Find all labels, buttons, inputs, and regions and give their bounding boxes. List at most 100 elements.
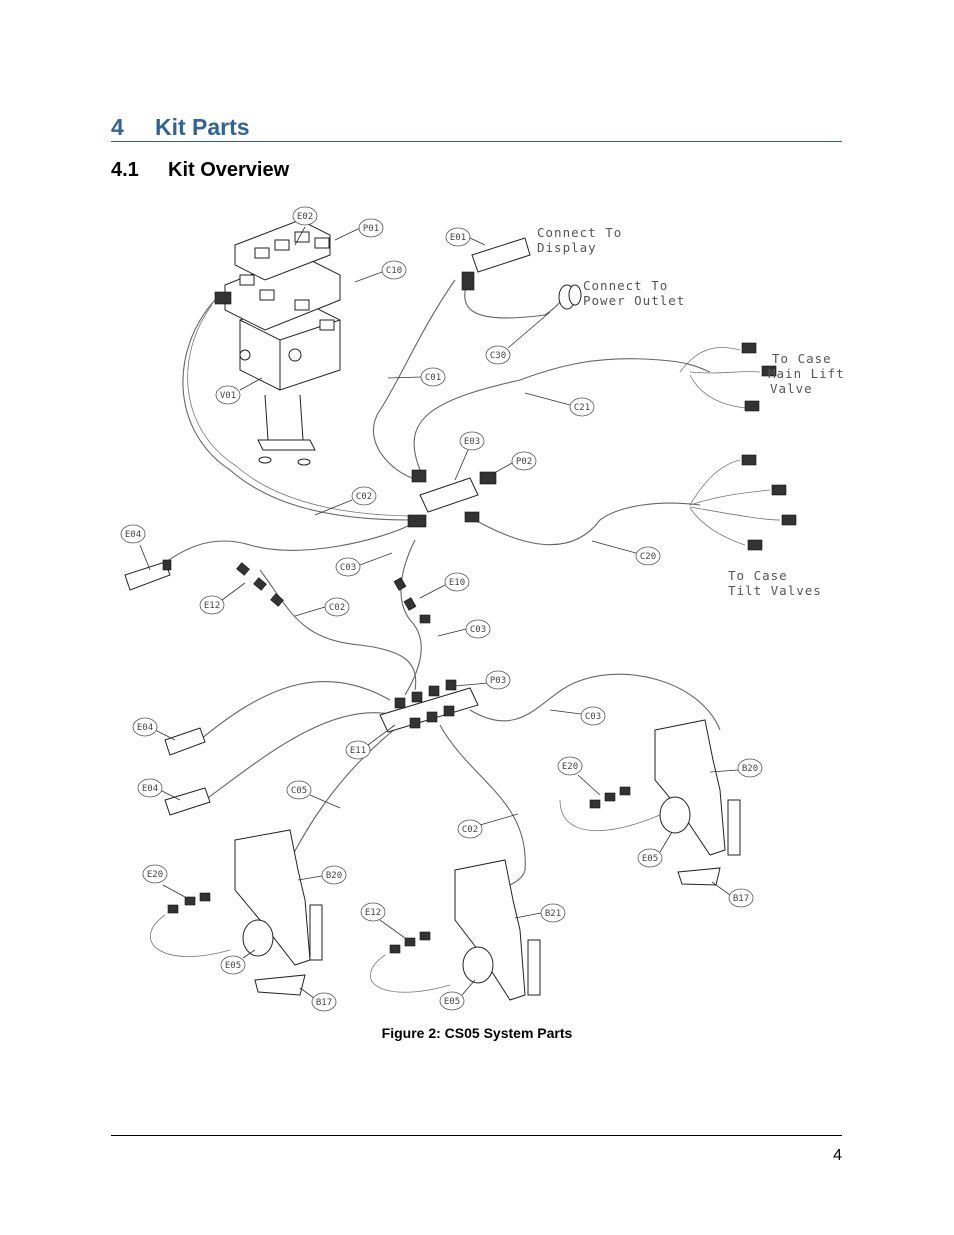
bracket-assembly-right (589, 719, 741, 886)
inline-connector-e10 (393, 577, 431, 624)
callout-bubble: E10 (419, 572, 470, 599)
callout-bubble: E11 (345, 724, 396, 760)
figure-caption: Figure 2: CS05 System Parts (381, 1025, 573, 1041)
callout-bubble: E20 (557, 756, 601, 796)
callout-text: E02 (297, 212, 313, 222)
sensor-e04-b (164, 727, 206, 756)
valve-block (214, 219, 341, 466)
note-tilt-line2: Tilt Valves (728, 583, 822, 598)
callout-text: C03 (585, 712, 601, 722)
callout-text: B21 (545, 909, 561, 919)
bracket-assembly-left (167, 829, 323, 996)
callout-bubble: C21 (524, 392, 595, 417)
callout-text: C20 (640, 552, 656, 562)
callout-text: C21 (574, 403, 590, 413)
sensor-e04-c (164, 787, 211, 816)
callout-text: B20 (742, 764, 758, 774)
callout-text: E10 (449, 578, 465, 588)
wiring-harness (139, 274, 721, 993)
callout-bubble: C03 (335, 552, 393, 577)
callout-text: C02 (462, 825, 478, 835)
callout-bubble: P02 (495, 451, 537, 473)
callout-bubble: C03 (549, 706, 606, 726)
callout-bubble: E05 (439, 979, 476, 1011)
callout-text: E01 (450, 233, 466, 243)
callout-bubble: B20 (297, 865, 347, 885)
callout-bubble: E20 (142, 864, 186, 898)
callout-bubble: E05 (220, 949, 256, 975)
callout-bubble: B17 (299, 987, 337, 1012)
note-main-lift-line3: Valve (770, 381, 813, 396)
section-heading: 4 Kit Parts (111, 110, 842, 142)
note-power-line2: Power Outlet (583, 293, 685, 308)
callout-text: P01 (363, 224, 379, 234)
callout-text: C05 (291, 786, 307, 796)
tilt-valve-connectors (689, 454, 797, 551)
callout-text: E03 (464, 437, 480, 447)
callout-bubble: E05 (637, 831, 673, 868)
callout-bubble: C03 (437, 619, 491, 639)
section-number: 4 (111, 114, 124, 140)
callout-text: E12 (204, 601, 220, 611)
callout-text: P03 (490, 676, 506, 686)
callout-bubble: C05 (286, 780, 341, 809)
system-parts-drawing: E02 P01 E01 C10 C30 C01 V01 C21 E03 P02 … (120, 206, 845, 1012)
sensor-e04-a (124, 559, 172, 591)
callout-text: C02 (356, 492, 372, 502)
callout-text: B20 (326, 871, 342, 881)
callout-bubble: C01 (387, 367, 446, 387)
callout-text: E05 (642, 854, 658, 864)
page-number: 4 (833, 1147, 842, 1164)
note-main-lift-line2: Main Lift (768, 366, 845, 381)
callout-text: C10 (386, 266, 402, 276)
callout-bubble: E04 (132, 717, 176, 741)
note-display-line2: Display (537, 240, 597, 255)
callout-bubble: E01 (445, 227, 486, 247)
subsection-title: Kit Overview (168, 158, 290, 181)
annotation-notes: Connect To Display Connect To Power Outl… (537, 225, 845, 598)
callout-bubble: E02 (292, 206, 318, 246)
callout-bubble: E12 (199, 582, 246, 615)
callout-text: E20 (562, 762, 578, 772)
callout-bubble: C20 (591, 540, 661, 566)
callout-bubble: C02 (457, 813, 519, 839)
callout-text: C30 (490, 351, 506, 361)
callout-bubble: E04 (137, 778, 181, 801)
callout-bubble: B17 (711, 881, 754, 908)
callout-bubble: P01 (334, 218, 384, 241)
callout-bubble: C30 (485, 311, 551, 365)
subsection-number: 4.1 (111, 158, 139, 181)
callout-text: B17 (316, 998, 332, 1008)
callout-labels: E02 P01 E01 C10 C30 C01 V01 C21 E03 P02 … (120, 206, 763, 1012)
callout-text: E05 (225, 961, 241, 971)
callout-text: E04 (125, 530, 141, 540)
section-title: Kit Parts (155, 114, 250, 140)
callout-bubble: C02 (314, 486, 377, 516)
callout-bubble: C10 (354, 260, 407, 283)
callout-text: C01 (425, 373, 441, 383)
inline-connector-e12 (236, 562, 284, 607)
callout-bubble: E04 (120, 524, 151, 571)
main-lift-connectors (679, 342, 777, 412)
hub-e11 (379, 679, 479, 733)
callout-bubble: P03 (454, 670, 511, 690)
callout-text: E04 (137, 723, 153, 733)
callout-text: P02 (516, 457, 532, 467)
callout-bubble: B21 (514, 903, 566, 923)
callout-text: E20 (147, 870, 163, 880)
callout-bubble: V01 (215, 377, 263, 405)
note-tilt-line1: To Case (728, 568, 788, 583)
note-main-lift-line1: To Case (772, 351, 832, 366)
callout-text: C03 (340, 563, 356, 573)
callout-bubble: C02 (294, 597, 350, 617)
subsection-heading: 4.1 Kit Overview (111, 157, 289, 183)
callout-bubble: E03 (454, 431, 485, 481)
callout-text: C02 (329, 603, 345, 613)
callout-text: E11 (350, 746, 366, 756)
junction-module (407, 469, 497, 528)
callout-text: B17 (733, 894, 749, 904)
display-module (461, 237, 531, 291)
note-power-line1: Connect To (583, 278, 668, 293)
callout-text: E04 (142, 784, 158, 794)
callout-bubble: B20 (709, 758, 763, 778)
